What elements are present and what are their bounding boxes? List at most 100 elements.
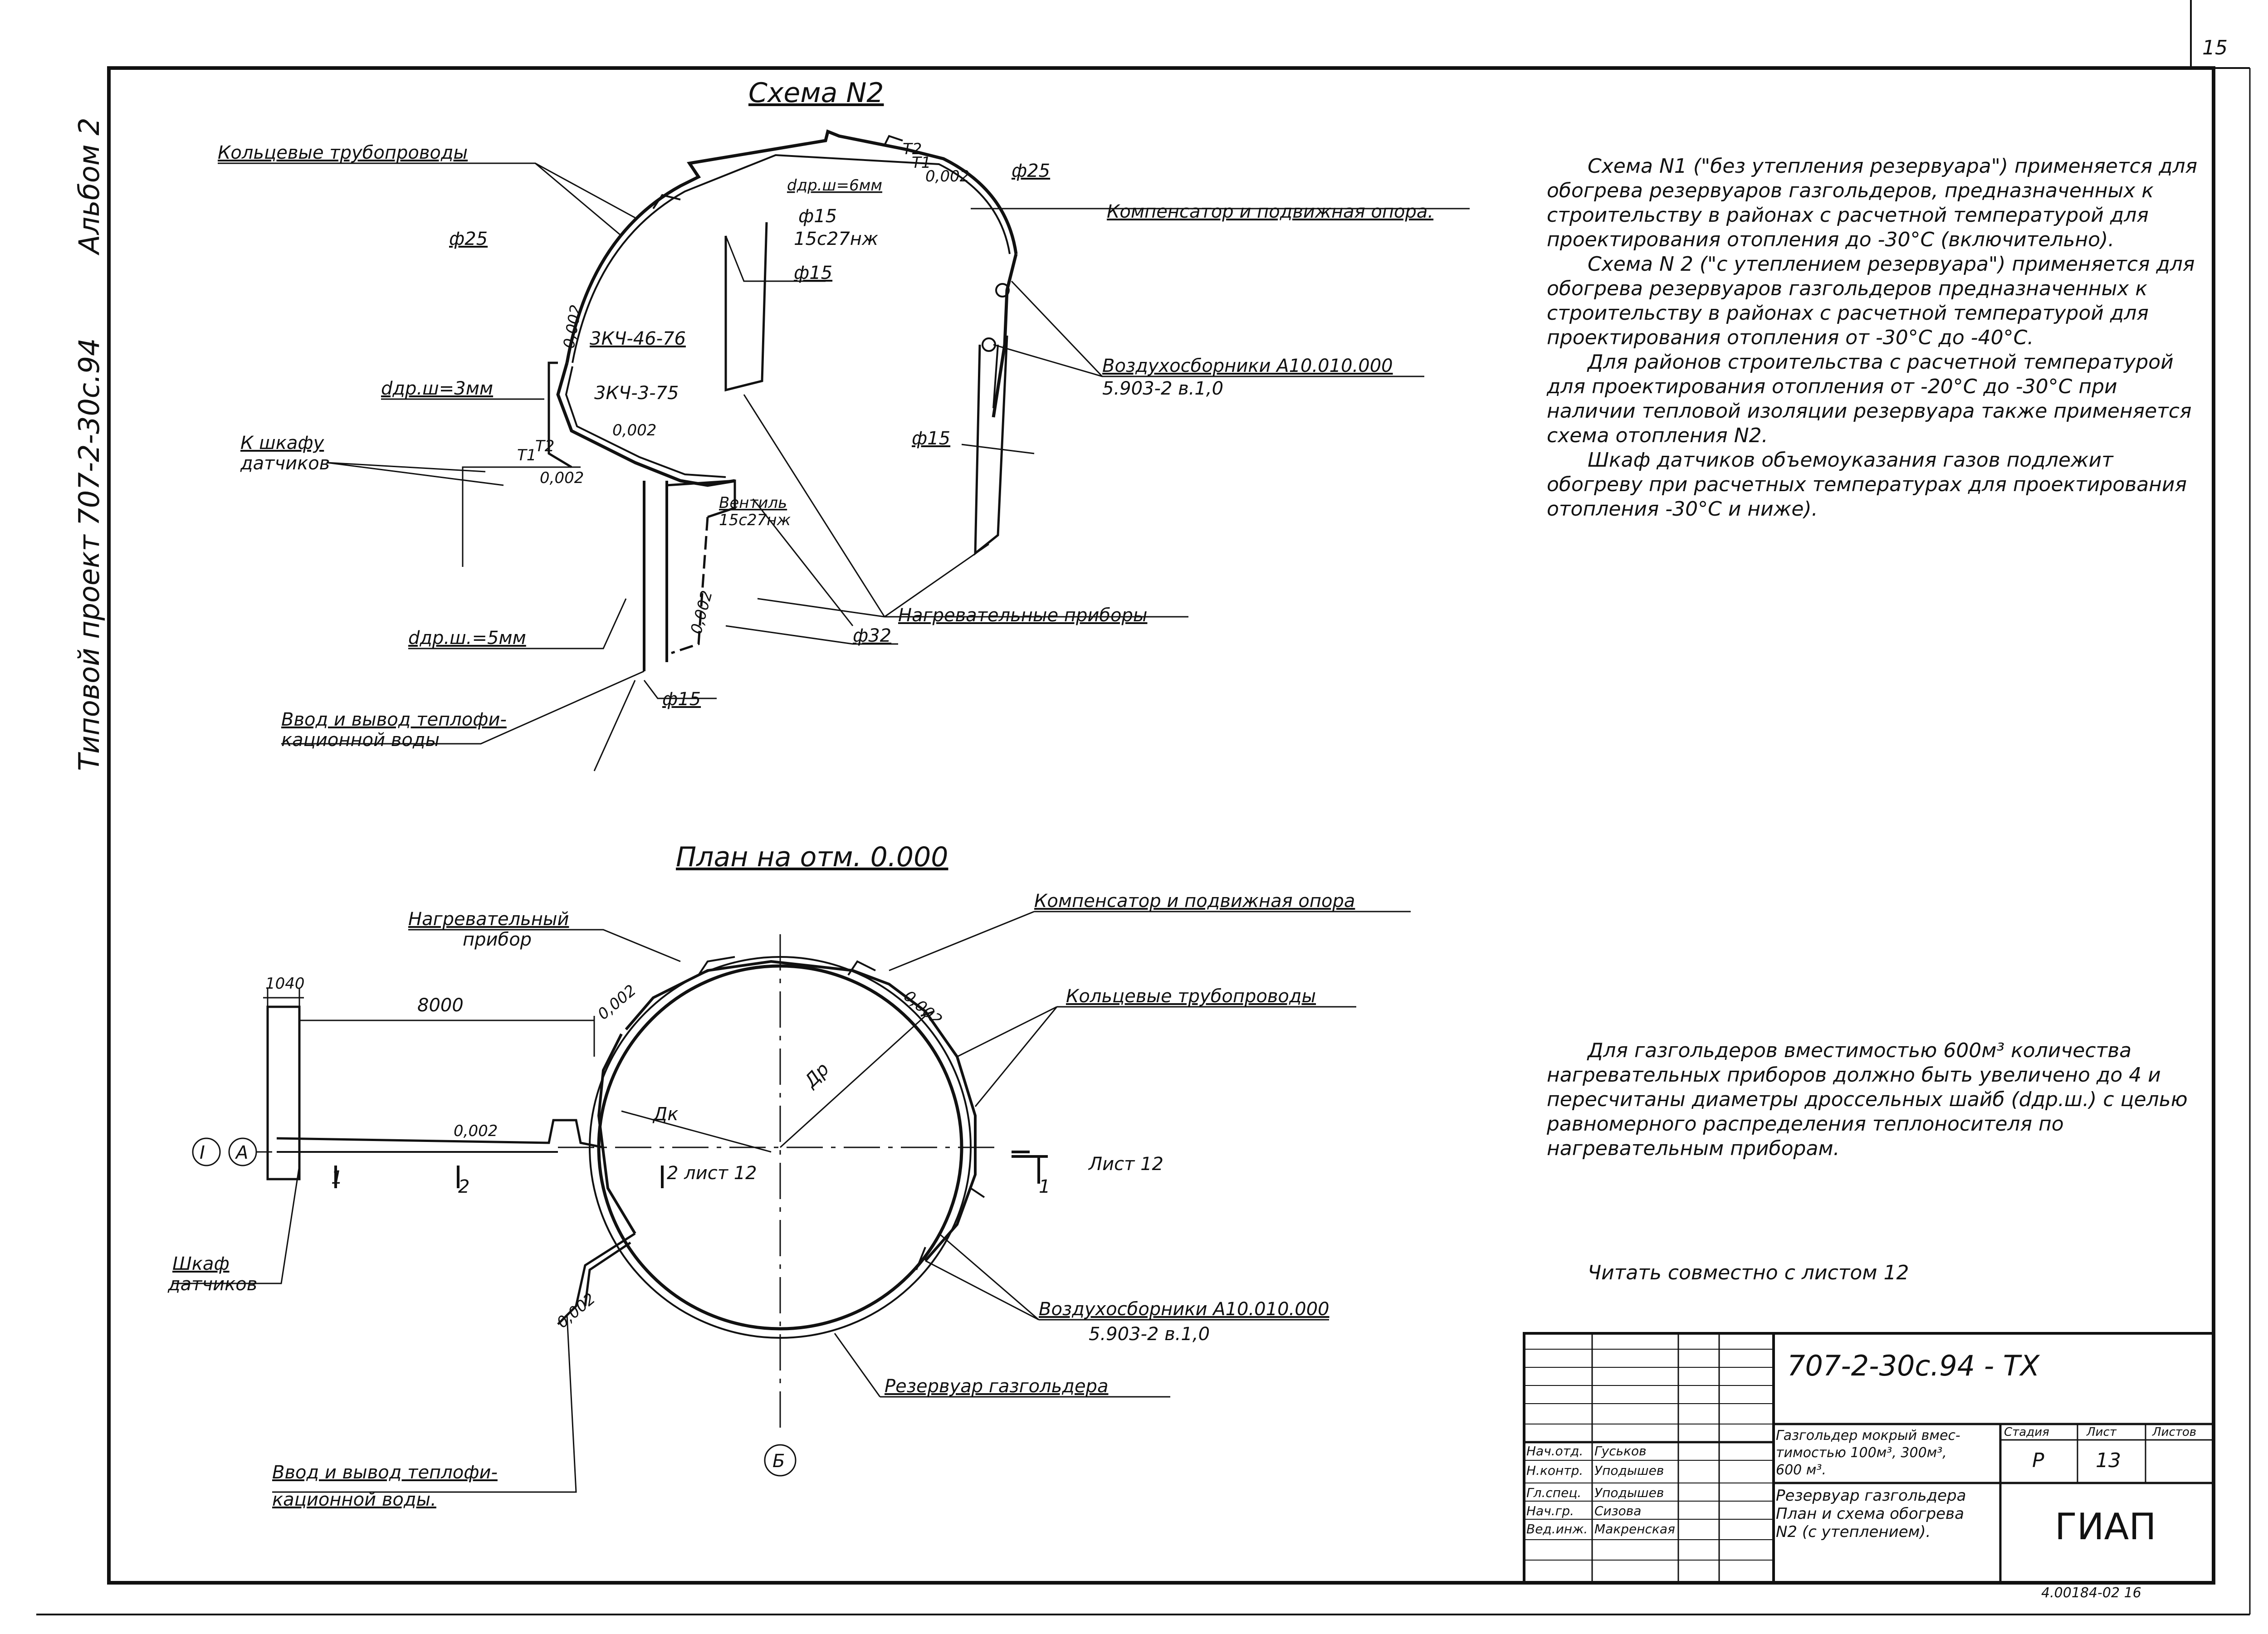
scheme2-phi32: ф32 bbox=[853, 625, 891, 646]
note-read-with: Читать совместно с листом 12 bbox=[1588, 1261, 1909, 1284]
note-scheme1: Схема N1 ("без утепления резервуара") пр… bbox=[1547, 155, 2198, 251]
stamp-inv: 4.00184-02 16 bbox=[2041, 1585, 2141, 1601]
scheme2-t1-cabinet: Т1 bbox=[517, 446, 536, 464]
valve-3k4-46: 3КЧ-46-76 bbox=[590, 328, 686, 349]
scheme2-air-collectors: Воздухосборники А10.010.000 bbox=[1102, 356, 1393, 376]
orifice-3mm: dдр.ш=3мм bbox=[381, 378, 493, 399]
section-mark-1: 1 bbox=[331, 1167, 342, 1188]
side-title: Типовой проект 707-2-30с.94 bbox=[73, 338, 106, 771]
stamp-sheet-header: Лист bbox=[2087, 1425, 2116, 1439]
note-cabinet: Шкаф датчиков объемоуказания газов подле… bbox=[1547, 449, 2187, 521]
plan-ring-pipes-label: Кольцевые трубопроводы bbox=[1066, 986, 1316, 1007]
scheme2-ring-pipes-label: Кольцевые трубопроводы bbox=[218, 142, 468, 163]
scheme2-leaders bbox=[218, 162, 1470, 771]
to-cabinet-line2: датчиков bbox=[240, 453, 330, 474]
plan-slope-ne: 0,002 bbox=[900, 987, 945, 1029]
stamp-name-5: Макренская bbox=[1594, 1522, 1675, 1536]
scheme2-t2-cabinet: Т2 bbox=[535, 437, 554, 455]
scheme2-inout-line2: кационной воды bbox=[281, 730, 440, 751]
plan-heater-line2: прибор bbox=[463, 929, 532, 950]
plan-sec1-sheet: Лист 12 bbox=[1088, 1154, 1163, 1175]
scheme2-inout-line1: Ввод и вывод теплофи- bbox=[281, 709, 507, 730]
stamp-role-5: Вед.инж. bbox=[1526, 1522, 1588, 1536]
stamp-role-2: Н.контр. bbox=[1526, 1463, 1584, 1478]
plan-leaders bbox=[172, 911, 1411, 1493]
stamp-org: ГИАП bbox=[2055, 1506, 2156, 1548]
plan-tank-label: Резервуар газгольдера bbox=[885, 1376, 1108, 1397]
plan-heater-line1: Нагревательный bbox=[408, 909, 569, 930]
plan-slope-supply: 0,002 bbox=[454, 1122, 498, 1140]
scheme2-phi25-top: ф25 bbox=[1012, 161, 1050, 181]
valve-3k4-3: 3КЧ-3-75 bbox=[594, 383, 679, 404]
scheme2-title: Схема N2 bbox=[748, 77, 884, 109]
section-mark-2: 2 bbox=[458, 1176, 469, 1197]
to-cabinet-line1: К шкафу bbox=[240, 433, 325, 454]
stamp-stage: Р bbox=[2032, 1449, 2044, 1472]
stamp-name-1: Гуськов bbox=[1594, 1444, 1647, 1458]
plan-inout-line1: Ввод и вывод теплофи- bbox=[272, 1462, 498, 1483]
scheme2-valve-15c27: 15с27нж bbox=[794, 229, 878, 249]
note-regions: Для районов строительства с расчетной те… bbox=[1547, 351, 2192, 447]
scheme2-heaters-label: Нагревательные приборы bbox=[898, 605, 1147, 626]
scheme2-phi15-d: ф15 bbox=[662, 689, 701, 710]
scheme2-slope-top: 0,002 bbox=[925, 167, 969, 185]
scheme2-phi15-b: ф15 bbox=[794, 263, 832, 283]
scheme2-compensator-label: Компенсатор и подвижная опора. bbox=[1107, 201, 1433, 222]
plan-dr-label: Др bbox=[800, 1058, 833, 1092]
stamp-code: 707-2-30с.94 - ТХ bbox=[1787, 1349, 2040, 1382]
stamp-role-1: Нач.отд. bbox=[1526, 1444, 1584, 1458]
sensor-cabinet bbox=[266, 1005, 301, 1180]
plan-compensator-label: Компенсатор и подвижная опора bbox=[1034, 891, 1355, 912]
plan-slope-nw: 0,002 bbox=[594, 981, 640, 1024]
plan-inout-line2: кационной воды. bbox=[272, 1489, 436, 1510]
album-label: Альбом 2 bbox=[73, 117, 106, 254]
plan-cabinet-line1: Шкаф bbox=[172, 1254, 230, 1274]
notes-block: Схема N1 ("без утепления резервуара") пр… bbox=[1547, 154, 2200, 522]
plan-air-collectors: Воздухосборники А10.010.000 bbox=[1039, 1299, 1330, 1320]
plan-cabinet-line2: датчиков bbox=[167, 1274, 257, 1295]
section-mark-1-right: 1 bbox=[1039, 1176, 1050, 1197]
stamp-name-4: Сизова bbox=[1594, 1503, 1642, 1518]
scheme2-phi15-c: ф15 bbox=[912, 428, 950, 449]
scheme2-t2-top: Т2 bbox=[903, 140, 922, 158]
stamp-sheets-header: Листов bbox=[2152, 1425, 2197, 1439]
plan-title: План на отм. 0.000 bbox=[676, 841, 948, 873]
stamp-drawing-line3: N2 (с утеплением). bbox=[1776, 1523, 1931, 1541]
scheme2-t1-top: Т1 bbox=[912, 154, 931, 172]
scheme2-air-collectors-ref: 5.903-2 в.1,0 bbox=[1102, 378, 1223, 399]
stamp-name-2: Уподышев bbox=[1594, 1463, 1664, 1478]
scheme2-phi25-left: ф25 bbox=[449, 229, 488, 249]
scheme2-slope-cabinet: 0,002 bbox=[540, 469, 584, 487]
scheme2-slope-riser: 0,002 bbox=[687, 589, 716, 636]
drawing-frame bbox=[107, 66, 2215, 1585]
scheme2-slope-left: 0,002 bbox=[560, 303, 585, 350]
stamp-object-line3: 600 м³. bbox=[1776, 1462, 1826, 1478]
stamp-stage-header: Стадия bbox=[2004, 1425, 2049, 1439]
scheme2-valve-label: Вентиль bbox=[719, 494, 787, 512]
stamp-object-line1: Газгольдер мокрый вмес- bbox=[1776, 1428, 1960, 1444]
stamp-role-4: Нач.гр. bbox=[1526, 1503, 1574, 1518]
orifice-6mm: dдр.ш=6мм bbox=[787, 176, 882, 195]
note-read-with-block: Читать совместно с листом 12 bbox=[1547, 1261, 2200, 1285]
plan-dk-label: Дк bbox=[652, 1104, 678, 1125]
axis-a-label: А bbox=[235, 1142, 248, 1163]
stamp-role-3: Гл.спец. bbox=[1526, 1485, 1582, 1500]
plan-slope-inlet: 0,002 bbox=[553, 1290, 599, 1332]
plan-air-collectors-ref: 5.903-2 в.1,0 bbox=[1089, 1324, 1210, 1345]
plan-diagram bbox=[192, 934, 1048, 1477]
scheme2-diagram bbox=[547, 129, 1018, 671]
note-600m3-block: Для газгольдеров вместимостью 600м³ коли… bbox=[1547, 1039, 2200, 1161]
dim-1040: 1040 bbox=[265, 975, 305, 993]
plan-sec2-sheet: 2 лист 12 bbox=[667, 1163, 757, 1184]
title-stamp bbox=[1523, 1332, 2215, 1584]
stamp-object-line2: тимостью 100м³, 300м³, bbox=[1776, 1445, 1947, 1461]
stamp-sheet: 13 bbox=[2096, 1449, 2121, 1472]
dim-8000: 8000 bbox=[417, 995, 464, 1016]
stamp-name-3: Уподышев bbox=[1594, 1485, 1664, 1500]
note-scheme2: Схема N 2 ("с утеплением резервуара") пр… bbox=[1547, 253, 2195, 349]
orifice-5mm: dдр.ш.=5мм bbox=[408, 628, 526, 649]
axis-i-label: I bbox=[200, 1142, 205, 1163]
scheme2-phi15-a: ф15 bbox=[798, 206, 837, 227]
note-600m3: Для газгольдеров вместимостью 600м³ коли… bbox=[1547, 1039, 2188, 1160]
